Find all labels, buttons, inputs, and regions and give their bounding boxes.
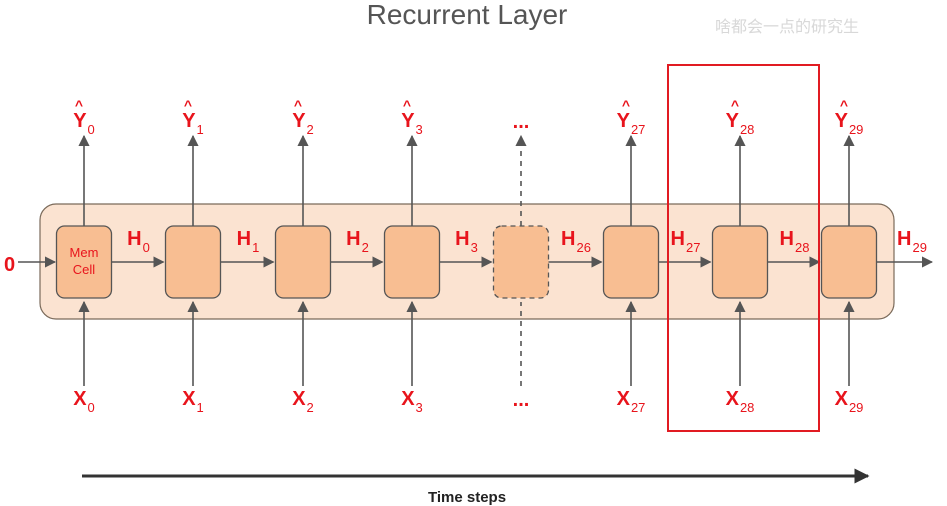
hidden-state-label-5: H27 (671, 228, 701, 255)
hidden-state-label-5-main: H (671, 228, 685, 250)
input-label-5-main: X (617, 388, 631, 410)
input-label-3: X3 (401, 388, 423, 415)
input-label-2-main: X (292, 388, 306, 410)
output-hat-3: ^ (403, 97, 411, 113)
input-label-0: X0 (73, 388, 95, 415)
memory-cell-label-line1: Mem (70, 245, 99, 260)
output-hat-1: ^ (184, 97, 192, 113)
output-label-7: Y29 (835, 110, 864, 137)
output-label-2-subscript: 2 (307, 122, 314, 137)
input-label-7-main: X (835, 388, 849, 410)
output-hat-6: ^ (731, 97, 739, 113)
input-label-2-subscript: 2 (307, 400, 314, 415)
watermark: 啥都会一点的研究生 (715, 17, 859, 36)
output-ellipsis: ... (513, 111, 530, 133)
hidden-state-label-2-subscript: 2 (362, 240, 369, 255)
output-label-0-subscript: 0 (88, 122, 95, 137)
memory-cell-3 (383, 225, 441, 299)
output-label-2-main: Y (292, 110, 306, 132)
input-label-6-subscript: 28 (740, 400, 754, 415)
hidden-state-label-3: H3 (455, 228, 478, 255)
hidden-state-label-1-subscript: 1 (252, 240, 259, 255)
output-label-5: Y27 (617, 110, 646, 137)
input-label-1-main: X (182, 388, 196, 410)
output-label-7-subscript: 29 (849, 122, 863, 137)
highlight-box (667, 64, 820, 432)
hidden-state-label-0-subscript: 0 (143, 240, 150, 255)
hidden-state-label-3-main: H (455, 228, 469, 250)
memory-cell-5 (602, 225, 660, 299)
memory-cell-6 (711, 225, 769, 299)
output-label-6-main: Y (726, 110, 740, 132)
output-label-0-main: Y (73, 110, 87, 132)
hidden-state-label-4-subscript: 26 (576, 240, 590, 255)
memory-cell-1 (164, 225, 222, 299)
output-hat-0: ^ (75, 97, 83, 113)
input-label-6-main: X (726, 388, 740, 410)
hidden-state-label-0: H0 (127, 228, 150, 255)
output-label-1-main: Y (182, 110, 196, 132)
output-label-2: Y2 (292, 110, 314, 137)
output-label-5-main: Y (617, 110, 631, 132)
output-label-3-subscript: 3 (416, 122, 423, 137)
hidden-state-label-1-main: H (237, 228, 251, 250)
output-label-1: Y1 (182, 110, 204, 137)
hidden-state-label-5-subscript: 27 (686, 240, 700, 255)
hidden-state-label-7: H29 (897, 228, 927, 255)
hidden-state-label-6: H28 (780, 228, 810, 255)
input-label-1-subscript: 1 (197, 400, 204, 415)
time-axis-label: Time steps (428, 489, 506, 506)
diagram-title: Recurrent Layer (367, 0, 568, 30)
input-label-7-subscript: 29 (849, 400, 863, 415)
initial-state-label: 0 (4, 254, 15, 276)
input-label-6: X28 (726, 388, 755, 415)
hidden-state-label-0-main: H (127, 228, 141, 250)
output-label-5-subscript: 27 (631, 122, 645, 137)
output-label-3-main: Y (401, 110, 415, 132)
memory-cell-placeholder (492, 225, 550, 299)
hidden-state-label-2-main: H (346, 228, 360, 250)
hidden-state-label-3-subscript: 3 (471, 240, 478, 255)
hidden-state-label-7-subscript: 29 (912, 240, 926, 255)
memory-cell-2 (274, 225, 332, 299)
hidden-state-label-7-main: H (897, 228, 911, 250)
output-hat-5: ^ (622, 97, 630, 113)
input-label-1: X1 (182, 388, 204, 415)
input-label-2: X2 (292, 388, 314, 415)
time-steps: MemCellH0^Y0X0H1^Y1X1H2^Y2X2H3^Y3X3H26..… (55, 97, 934, 415)
hidden-state-label-6-subscript: 28 (795, 240, 809, 255)
memory-cell-label-line2: Cell (73, 262, 96, 277)
output-label-1-subscript: 1 (197, 122, 204, 137)
hidden-state-label-6-main: H (780, 228, 794, 250)
input-label-0-subscript: 0 (88, 400, 95, 415)
output-label-0: Y0 (73, 110, 95, 137)
output-label-7-main: Y (835, 110, 849, 132)
memory-cell-7 (820, 225, 878, 299)
input-label-5-subscript: 27 (631, 400, 645, 415)
input-ellipsis: ... (513, 389, 530, 411)
hidden-state-label-4-main: H (561, 228, 575, 250)
input-label-7: X29 (835, 388, 864, 415)
input-label-0-main: X (73, 388, 87, 410)
hidden-state-label-2: H2 (346, 228, 369, 255)
output-hat-2: ^ (294, 97, 302, 113)
output-label-6: Y28 (726, 110, 755, 137)
input-label-3-main: X (401, 388, 415, 410)
output-hat-7: ^ (840, 97, 848, 113)
input-label-3-subscript: 3 (416, 400, 423, 415)
output-label-3: Y3 (401, 110, 423, 137)
input-label-5: X27 (617, 388, 646, 415)
output-label-6-subscript: 28 (740, 122, 754, 137)
hidden-state-label-1: H1 (237, 228, 260, 255)
hidden-state-label-4: H26 (561, 228, 591, 255)
